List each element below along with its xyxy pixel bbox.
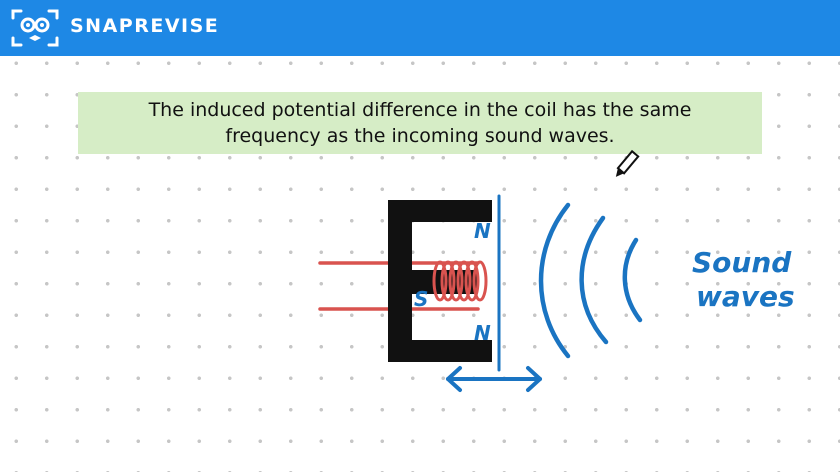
sound-waves [538, 202, 643, 359]
sound-label-line-1: Sound [692, 246, 792, 279]
sound-label-line-2: waves [696, 280, 795, 313]
coil [432, 260, 488, 302]
pole-label-bottom: N [474, 321, 491, 345]
double-arrow [446, 366, 542, 392]
brand-name: SNAPREVISE [70, 15, 220, 37]
pole-label-south: S [414, 287, 428, 311]
pen-cursor-icon [615, 149, 640, 177]
caption-line-1: The induced potential difference in the … [148, 99, 692, 121]
header-bar: SNAPREVISE [0, 0, 840, 56]
pole-label-top: N [474, 219, 491, 243]
snaprevise-logo-icon [11, 9, 59, 47]
caption-line-2: frequency as the incoming sound waves. [225, 125, 615, 147]
caption-box: The induced potential difference in the … [78, 92, 762, 154]
